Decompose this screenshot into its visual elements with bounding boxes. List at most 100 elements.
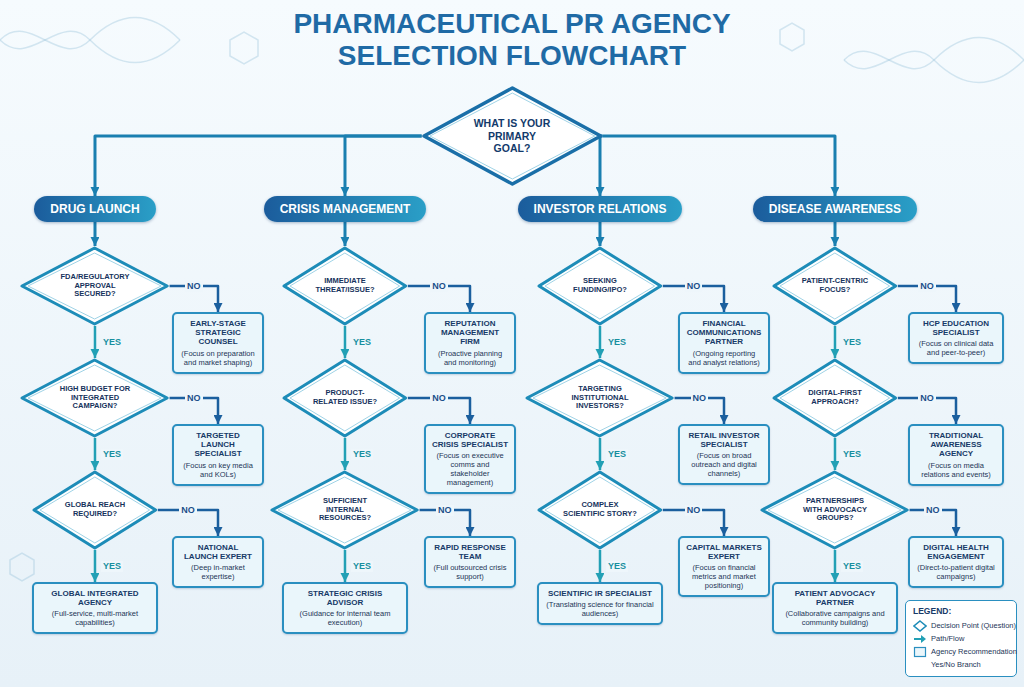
node-description: (Proactive planning and monitoring)	[432, 349, 508, 367]
legend-entry: Path/Flow	[913, 632, 1009, 645]
node-heading: TRADITIONAL AWARENESS AGENCY	[916, 431, 996, 459]
node-heading: DIGITAL-FIRST APPROACH?	[798, 389, 872, 406]
legend-box: LEGEND: Decision Point (Question) Path/Flo…	[905, 600, 1017, 677]
yes-branch-arrow	[94, 550, 97, 582]
node-description: (Direct-to-patient digital campaigns)	[916, 563, 996, 581]
node-heading: DIGITAL HEALTH ENGAGEMENT	[916, 543, 996, 561]
recommendation-box: NATIONAL LAUNCH EXPERT(Deep in-market ex…	[172, 536, 264, 588]
start-diamond: WHAT IS YOUR PRIMARY GOAL?	[422, 86, 603, 186]
diamond-shape	[774, 248, 896, 324]
diamond-inner-line	[533, 365, 666, 431]
legend-sample	[913, 620, 927, 632]
recommendation-box: DIGITAL HEALTH ENGAGEMENT (Direct-to-pati…	[908, 536, 1004, 588]
node-description: (Focus on financial metrics and market p…	[686, 563, 762, 590]
branch-label: NO	[685, 281, 703, 292]
recommendation-box: CORPORATE CRISIS SPECIALIST(Focus on exe…	[424, 424, 516, 494]
diamond-inner-line	[290, 365, 400, 431]
node-heading: SUFFICIENT INTERNAL RESOURCES?	[308, 497, 382, 523]
diamond-inner-line	[28, 365, 161, 431]
decision-diamond: PATIENT-CENTRIC FOCUS?	[772, 246, 898, 326]
yes-branch-arrow	[344, 326, 347, 358]
node-heading: EARLY-STAGE STRATEGIC COUNSEL	[180, 319, 256, 347]
node-heading: HIGH BUDGET FOR INTEGRATED CAMPAIGN?	[58, 385, 132, 411]
node-description: (Translating science for financial audie…	[545, 600, 655, 618]
final-recommendation-box: PATIENT ADVOCACY PARTNER (Collaborative c…	[772, 582, 898, 634]
yes-branch-arrow	[834, 550, 837, 582]
node-heading: PRODUCT-RELATED ISSUE?	[308, 389, 382, 406]
yes-branch-arrow	[834, 438, 837, 470]
decision-diamond: HIGH BUDGET FOR INTEGRATED CAMPAIGN?	[20, 358, 169, 438]
node-heading: CORPORATE CRISIS SPECIALIST	[432, 431, 508, 449]
branch-label: NO	[185, 393, 203, 404]
branch-label: YES	[606, 337, 628, 348]
node-heading: DRUG LAUNCH	[50, 202, 139, 216]
flow-arrow	[343, 222, 346, 246]
node-heading: RETAIL INVESTOR SPECIALIST	[686, 431, 762, 449]
node-description: (Full outsourced crisis support)	[432, 563, 508, 581]
diamond-inner-line	[780, 253, 890, 319]
diamond-inner-line	[545, 477, 655, 543]
branch-label: NO	[918, 281, 936, 292]
node-description: (Collaborative campaigns and community b…	[780, 609, 890, 627]
node-heading: RAPID RESPONSE TEAM	[432, 543, 508, 561]
flow-arrow	[345, 136, 422, 196]
final-recommendation-box: GLOBAL INTEGRATED AGENCY(Full-service, m…	[32, 582, 158, 634]
legend-entry: Yes/No Branch	[913, 658, 1009, 671]
legend-entry: Agency Recommendation	[913, 645, 1009, 658]
node-heading: STRATEGIC CRISIS ADVISOR	[290, 589, 400, 607]
diamond-inner-line	[278, 477, 411, 543]
branch-label: YES	[101, 449, 123, 460]
node-heading: CRISIS MANAGEMENT	[280, 202, 411, 216]
diamond-inner-line	[780, 365, 890, 431]
node-heading: PARTNERSHIPS WITH ADVOCACY GROUPS?	[798, 497, 872, 523]
dna-helix	[844, 38, 1024, 69]
decision-diamond: IMMEDIATE THREAT/ISSUE?	[282, 246, 408, 326]
branch-label: YES	[841, 449, 863, 460]
diamond-shape	[34, 472, 156, 548]
molecule-hexagon	[230, 32, 258, 64]
molecule-hexagon	[780, 23, 804, 51]
node-heading: SCIENTIFIC IR SPECIALIST	[545, 589, 655, 598]
yes-branch-arrow	[834, 326, 837, 358]
diamond-shape	[527, 360, 672, 436]
dna-helix	[0, 31, 180, 62]
branch-label: YES	[841, 561, 863, 572]
flow-arrow	[602, 136, 835, 196]
diamond-shape	[762, 472, 907, 548]
branch-label: NO	[179, 505, 197, 516]
decision-diamond: SUFFICIENT INTERNAL RESOURCES?	[270, 470, 419, 550]
legend-text: Path/Flow	[931, 634, 964, 643]
branch-label: NO	[436, 505, 454, 516]
diamond-shape	[284, 248, 406, 324]
node-heading: GLOBAL REACH REQUIRED?	[58, 501, 132, 518]
goal-header: INVESTOR RELATIONS	[518, 196, 683, 222]
flow-arrow	[599, 222, 602, 246]
node-heading: PATIENT ADVOCACY PARTNER	[780, 589, 890, 607]
arrow-sample	[914, 638, 922, 640]
recommendation-box: HCP EDUCATION SPECIALIST(Focus on clinic…	[908, 312, 1004, 364]
node-description: (Guidance for internal team execution)	[290, 609, 400, 627]
branch-label: NO	[185, 281, 203, 292]
node-heading: HCP EDUCATION SPECIALIST	[916, 319, 996, 337]
node-description: (Focus on media relations and events)	[916, 461, 996, 479]
branch-label: YES	[351, 449, 373, 460]
legend-title: LEGEND:	[913, 606, 1009, 616]
yes-branch-arrow	[599, 438, 602, 470]
yes-branch-arrow	[599, 326, 602, 358]
diamond-shape	[774, 360, 896, 436]
node-description: (Full-service, multi-market capabilities…	[40, 609, 150, 627]
legend-sample	[913, 659, 927, 671]
arrow-sample-head	[921, 635, 926, 643]
legend-text: Yes/No Branch	[931, 660, 981, 669]
flow-arrow	[833, 222, 836, 246]
diamond-inner-line	[40, 477, 150, 543]
decision-diamond: COMPLEX SCIENTIFIC STORY?	[537, 470, 663, 550]
decision-diamond: PARTNERSHIPS WITH ADVOCACY GROUPS?	[760, 470, 909, 550]
branch-label: NO	[691, 393, 709, 404]
diamond-shape	[272, 472, 417, 548]
legend-entry: Decision Point (Question)	[913, 619, 1009, 632]
goal-header: DISEASE AWARENESS	[753, 196, 917, 222]
goal-header: CRISIS MANAGEMENT	[264, 196, 427, 222]
diamond-shape	[22, 360, 167, 436]
